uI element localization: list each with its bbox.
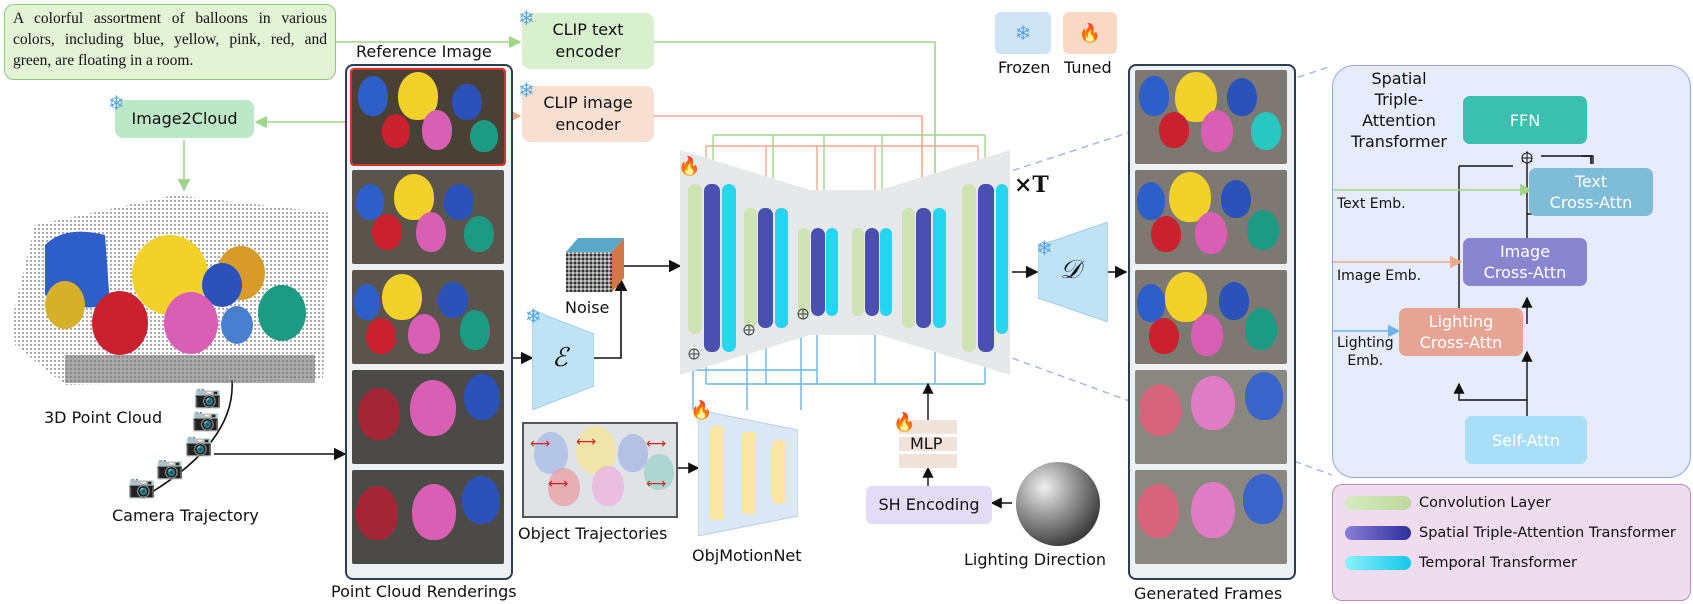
fire-icon: 🔥 [678, 156, 701, 177]
sh-encoding-block: SH Encoding [866, 486, 992, 524]
legend-swatch-temporal [1345, 556, 1411, 570]
rendering-thumb [352, 370, 504, 464]
legend-label: Temporal Transformer [1419, 555, 1578, 571]
decoder-symbol: 𝒟 [1060, 255, 1081, 285]
point-cloud-renderings-column [345, 64, 513, 580]
image-emb-label: Image Emb. [1337, 268, 1422, 284]
generated-frame-thumb [1135, 170, 1287, 264]
tuned-label: Tuned [1064, 58, 1112, 77]
snowflake-icon: ❄ [1036, 236, 1053, 260]
fire-icon: 🔥 [690, 400, 713, 421]
camera-icon: 📷 [156, 456, 184, 481]
legend-item: Temporal Transformer [1345, 555, 1577, 571]
image-cross-attn-block: Image Cross-Attn [1463, 238, 1587, 286]
generated-frame-thumb [1135, 270, 1287, 364]
reference-image-thumb [350, 68, 506, 166]
point-cloud-image [13, 195, 330, 385]
snowflake-icon: ❄ [108, 91, 125, 115]
vae-encoder-block [532, 310, 594, 410]
object-trajectories-image: ⟷ ⟷ ⟷ ⟷ ⟷ [522, 422, 678, 518]
rendering-thumb [352, 470, 504, 564]
generated-frame-thumb [1135, 370, 1287, 464]
clip-text-encoder: CLIP text encoder [522, 13, 654, 69]
frozen-label: Frozen [998, 58, 1051, 77]
text-prompt-box: A colorful assortment of balloons in var… [4, 4, 336, 80]
snowflake-icon: ❄ [1014, 21, 1032, 45]
generated-frames-column [1128, 64, 1296, 580]
point-cloud-label: 3D Point Cloud [44, 408, 163, 427]
legend-label: Spatial Triple-Attention Transformer [1419, 525, 1676, 541]
mlp-block: MLP [899, 420, 957, 468]
image2cloud-block: Image2Cloud [115, 100, 254, 138]
object-trajectories-label: Object Trajectories [518, 524, 668, 543]
camera-trajectory-label: Camera Trajectory [112, 506, 259, 525]
lighting-direction-label: Lighting Direction [964, 550, 1107, 569]
noise-cube [566, 238, 624, 292]
camera-icon: 📷 [185, 433, 213, 458]
lighting-sphere [1016, 462, 1100, 546]
fire-icon: 🔥 [1078, 22, 1102, 44]
lighting-cross-attn-block: Lighting Cross-Attn [1399, 308, 1523, 356]
lighting-emb-label: Lighting Emb. [1337, 335, 1394, 369]
generated-frames-label: Generated Frames [1134, 584, 1283, 603]
encoder-symbol: ℰ [552, 343, 568, 373]
clip-image-encoder: CLIP image encoder [522, 86, 654, 142]
snowflake-icon: ❄ [518, 78, 535, 102]
point-cloud-renderings-label: Point Cloud Renderings [331, 582, 517, 601]
mlp-label: MLP [910, 434, 943, 453]
tuned-badge: 🔥 [1063, 12, 1117, 54]
objmotionnet-label: ObjMotionNet [692, 546, 802, 565]
generated-frame-thumb [1135, 70, 1287, 164]
text-emb-label: Text Emb. [1337, 196, 1406, 212]
times-t-label: ×T [1014, 172, 1049, 198]
fire-icon: 🔥 [893, 412, 916, 433]
legend-swatch-conv [1345, 496, 1411, 510]
legend-swatch-spatial [1345, 526, 1411, 540]
block-legend: Convolution Layer Spatial Triple-Attenti… [1332, 484, 1691, 601]
generated-frame-thumb [1135, 470, 1287, 564]
self-attn-block: Self-Attn [1465, 416, 1587, 464]
legend-label: Convolution Layer [1419, 495, 1551, 511]
objmotionnet-block [698, 410, 798, 536]
panel-title: Spatial Triple- Attention Transformer [1351, 69, 1448, 151]
frozen-badge: ❄ [995, 12, 1051, 54]
denoising-unet [680, 150, 1010, 375]
camera-icon: 📷 [192, 408, 220, 433]
snowflake-icon: ❄ [525, 304, 542, 328]
ffn-block: FFN [1463, 96, 1587, 144]
legend-item: Convolution Layer [1345, 495, 1551, 511]
rendering-thumb [352, 270, 504, 364]
rendering-thumb [352, 170, 504, 264]
camera-icon: 📷 [128, 475, 156, 500]
reference-image-label: Reference Image [356, 42, 492, 61]
vae-decoder-block [1038, 222, 1108, 322]
legend-item: Spatial Triple-Attention Transformer [1345, 525, 1676, 541]
noise-label: Noise [565, 298, 610, 317]
spatial-triple-attention-panel: Spatial Triple- Attention Transformer FF… [1332, 65, 1691, 478]
snowflake-icon: ❄ [518, 6, 535, 30]
camera-icon: 📷 [194, 385, 222, 410]
text-cross-attn-block: Text Cross-Attn [1529, 168, 1653, 216]
